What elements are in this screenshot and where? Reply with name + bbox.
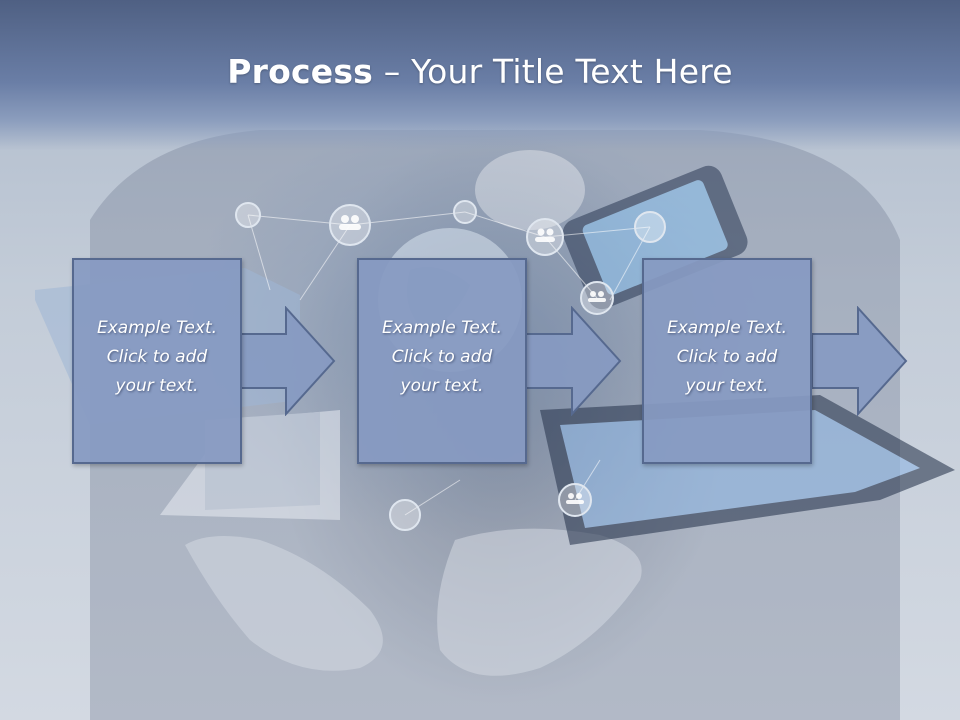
process-step-3[interactable]: Example Text. Click to add your text.: [642, 258, 812, 464]
network-lines: [247, 211, 651, 516]
user-group-icon: [235, 200, 666, 531]
step-2-text: Example Text. Click to add your text.: [381, 318, 503, 396]
title-band: [0, 0, 960, 150]
process-arrow-2: [526, 306, 622, 416]
process-step-1[interactable]: Example Text. Click to add your text.: [72, 258, 242, 464]
step-1-text: Example Text. Click to add your text.: [96, 318, 218, 396]
process-arrow-3: [812, 306, 908, 416]
step-3-text: Example Text. Click to add your text.: [666, 318, 788, 396]
title-rest-part: – Your Title Text Here: [373, 52, 733, 91]
process-step-2[interactable]: Example Text. Click to add your text.: [357, 258, 527, 464]
title-bold-part: Process: [227, 52, 374, 91]
smartphone-icon: [562, 165, 748, 310]
slide-title[interactable]: Process – Your Title Text Here: [0, 52, 960, 91]
hands-icon: [185, 528, 642, 676]
process-arrow-1: [240, 306, 336, 416]
